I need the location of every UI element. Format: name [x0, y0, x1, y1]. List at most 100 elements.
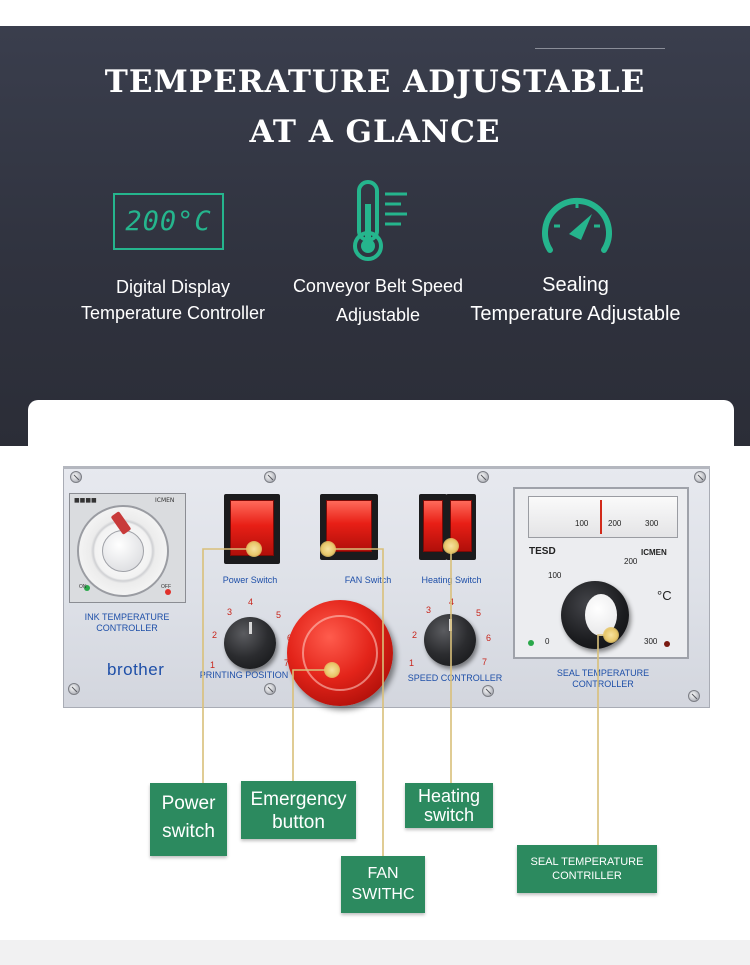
heating-switch-marker: [443, 538, 459, 554]
callout-line: switch: [423, 805, 474, 825]
callout-emergency-button: Emergency button: [241, 781, 356, 839]
timer-maker-mark: ICMEN: [155, 497, 175, 504]
emergency-connector: [292, 669, 332, 781]
callout-seal-controller: SEAL TEMPERATURE CONTRILLER: [517, 845, 657, 893]
knob-number: 5: [476, 608, 482, 618]
ink-timer-center: [102, 530, 144, 572]
window-tick: 200: [608, 519, 622, 528]
ink-temperature-label: INK TEMPERATURE CONTROLLER: [75, 612, 179, 634]
callout-line: CONTRILLER: [552, 870, 622, 882]
speed-controller-label: SPEED CONTROLLER: [407, 673, 503, 683]
seal-brand: TESD: [529, 546, 556, 557]
timer-off-label: OFF: [161, 584, 171, 590]
screw: [482, 685, 494, 697]
feature-belt-speed: Conveyor Belt Speed Adjustable: [278, 272, 478, 330]
window-tick: 300: [645, 519, 659, 528]
callout-line: SEAL TEMPERATURE: [530, 856, 644, 868]
feature-line: Digital Display: [115, 277, 231, 297]
seal-scale-label: 300: [644, 637, 658, 646]
knob-number: 1: [409, 658, 415, 668]
printing-position-knob[interactable]: [224, 617, 276, 669]
power-connector: [202, 548, 254, 783]
screw: [70, 471, 82, 483]
fan-switch-marker: [320, 541, 336, 557]
screw: [264, 471, 276, 483]
seal-temperature-window: [528, 496, 678, 538]
power-switch-label: Power Switch: [222, 575, 278, 585]
knob-number: 7: [482, 657, 488, 667]
on-indicator-led: [84, 585, 90, 591]
callout-line: switch: [162, 821, 215, 842]
knob-number: 3: [426, 605, 432, 615]
hero-divider: [535, 48, 665, 49]
knob-number: 5: [276, 610, 282, 620]
screw: [694, 471, 706, 483]
page-title-line2: AT A GLANCE: [249, 114, 501, 150]
seal-temperature-needle: [600, 500, 602, 534]
seal-controller-marker: [603, 627, 619, 643]
feature-line: Adjustable: [335, 305, 421, 325]
emergency-stop-arrow-ring: [302, 615, 378, 691]
callout-heating-switch: Heating switch: [405, 783, 493, 828]
seal-unit: °C: [657, 588, 672, 603]
knob-number: 1: [210, 660, 216, 670]
screw: [688, 690, 700, 702]
knob-number: 4: [248, 597, 254, 607]
screw: [264, 683, 276, 695]
label-line: INK TEMPERATURE: [84, 612, 170, 622]
window-tick: 100: [575, 519, 589, 528]
knob-number: 6: [486, 633, 492, 643]
feature-line: Conveyor Belt Speed: [292, 276, 464, 296]
heating-switch-left-face: [423, 500, 443, 552]
seal-scale-label: 0: [545, 637, 550, 646]
knob-number: 2: [412, 630, 418, 640]
feature-digital-display: Digital Display Temperature Controller: [60, 274, 286, 326]
brand-logo: brother: [107, 660, 165, 679]
callout-line: Emergency: [250, 789, 347, 810]
seal-heat-led: [664, 641, 670, 647]
feature-line: Temperature Adjustable: [470, 303, 681, 325]
power-switch-marker: [246, 541, 262, 557]
callout-line: FAN: [367, 865, 399, 882]
callout-line: Heating: [417, 786, 481, 806]
hero-section: TEMPERATURE ADJUSTABLE AT A GLANCE: [0, 26, 750, 446]
feature-line: Temperature Controller: [80, 303, 266, 323]
label-line: CONTROLLER: [96, 623, 158, 633]
seal-temperature-label: SEAL TEMPERATURE CONTROLLER: [543, 668, 663, 690]
power-switch[interactable]: [224, 494, 280, 564]
seal-connector: [597, 634, 611, 845]
fan-connector: [328, 548, 384, 856]
knob-number: 7: [284, 658, 290, 668]
fan-switch-label: FAN Switch: [344, 575, 392, 585]
screw: [68, 683, 80, 695]
off-indicator-led: [165, 589, 171, 595]
label-line: CONTROLLER: [572, 679, 634, 689]
bottom-band: [0, 940, 750, 965]
callout-power-switch: Power switch: [150, 783, 227, 856]
power-switch-face: [230, 500, 274, 556]
seal-scale-label: 200: [624, 557, 638, 566]
gauge-icon: [542, 197, 612, 253]
callout-line: SWITHC: [351, 886, 415, 903]
feature-sealing-temperature: Sealing Temperature Adjustable: [453, 271, 698, 329]
emergency-button-marker: [324, 662, 340, 678]
callout-fan-switch: FAN SWITHC: [341, 856, 425, 913]
knob-number: 3: [227, 607, 233, 617]
heating-switch-left[interactable]: [419, 494, 447, 560]
seal-maker: ICMEN: [641, 548, 667, 557]
timer-brand-mark: ■■■■: [74, 497, 97, 504]
label-line: SEAL TEMPERATURE: [556, 668, 650, 678]
callout-line: Power: [161, 793, 216, 814]
thermometer-icon: [353, 180, 407, 261]
speed-controller-knob[interactable]: [424, 614, 476, 666]
feature-line: Sealing: [542, 274, 609, 296]
screw: [477, 471, 489, 483]
knob-number: 2: [212, 630, 218, 640]
printing-position-label: PRINTING POSITION: [199, 670, 289, 680]
seal-scale-label: 100: [548, 571, 562, 580]
digital-display-icon: 200°C: [113, 193, 224, 250]
seal-on-led: [528, 640, 534, 646]
callout-line: button: [272, 812, 325, 833]
page-title-line1: TEMPERATURE ADJUSTABLE: [104, 64, 646, 100]
